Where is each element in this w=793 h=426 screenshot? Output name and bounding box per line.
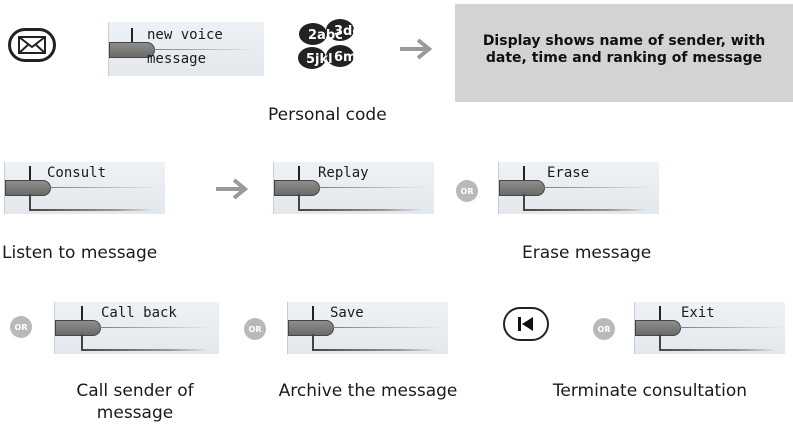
exit-caption: Terminate consultation: [552, 381, 748, 401]
skip-back-icon: [518, 317, 533, 331]
call-back-label: Call back: [101, 305, 177, 321]
erase-key[interactable]: Erase: [498, 162, 659, 214]
save-label: Save: [330, 305, 364, 321]
display-line-1: new voice: [147, 27, 223, 43]
erase-label: Erase: [547, 165, 590, 181]
envelope-icon: [18, 36, 46, 54]
save-caption: Archive the message: [278, 381, 458, 401]
consult-label: Consult: [47, 165, 107, 181]
display-new-voice-message: new voice message: [108, 22, 264, 76]
save-key[interactable]: Save: [287, 302, 448, 354]
key-5: 5jkl: [306, 52, 333, 67]
or-badge: OR: [456, 180, 478, 202]
display-line-2: message: [147, 51, 207, 67]
replay-key[interactable]: Replay: [273, 162, 434, 214]
arrow-right-icon: [400, 38, 433, 60]
replay-label: Replay: [318, 165, 369, 181]
call-back-caption: Call sender of message: [76, 381, 194, 423]
personal-code-caption: Personal code: [268, 105, 387, 125]
exit-label: Exit: [681, 305, 715, 321]
message-key[interactable]: [8, 28, 56, 62]
erase-caption: Erase message: [522, 243, 652, 263]
arrow-right-icon: [216, 178, 249, 200]
back-key[interactable]: [503, 307, 549, 341]
or-badge: OR: [10, 316, 32, 338]
listen-caption: Listen to message: [2, 243, 158, 263]
or-badge: OR: [593, 318, 615, 340]
info-box: Display shows name of sender, with date,…: [455, 4, 793, 102]
key-3: 3def: [334, 24, 356, 39]
or-badge: OR: [244, 318, 266, 340]
consult-key[interactable]: Consult: [4, 162, 165, 214]
key-2: 2abc: [308, 28, 343, 43]
exit-key[interactable]: Exit: [634, 302, 785, 354]
key-6: 6mno: [334, 50, 356, 65]
call-back-key[interactable]: Call back: [54, 302, 219, 354]
keypad-keys-icon[interactable]: 2abc 3def 5jkl 6mno: [298, 18, 356, 74]
info-text: Display shows name of sender, with date,…: [482, 33, 766, 66]
